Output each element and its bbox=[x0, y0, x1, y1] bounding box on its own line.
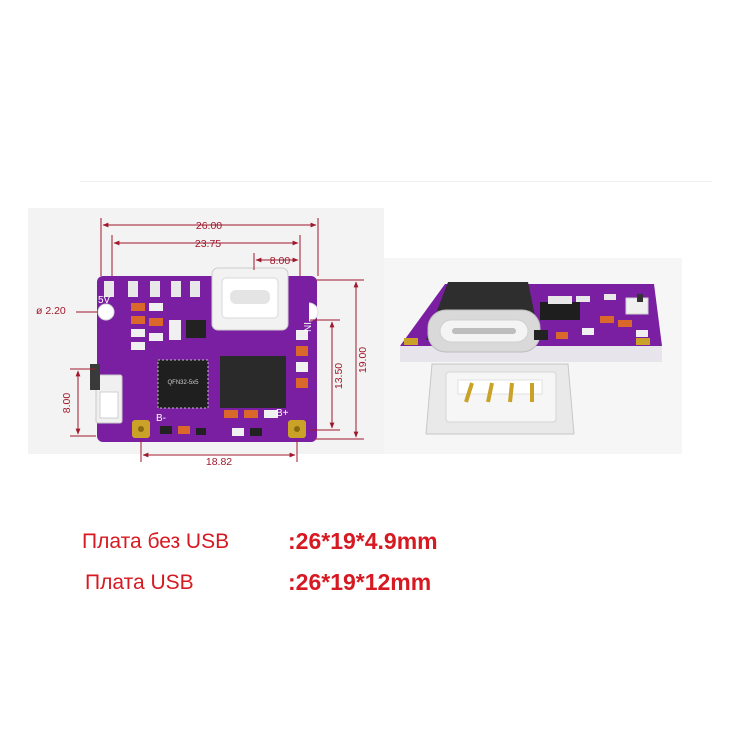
mounting-hole bbox=[97, 303, 115, 321]
side-chip bbox=[540, 302, 580, 320]
dim-hole-diameter: ø 2.20 bbox=[36, 305, 66, 317]
label-b-minus: B- bbox=[156, 413, 166, 424]
usb-c-front-icon bbox=[426, 282, 541, 353]
spec-value-usb: :26*19*12mm bbox=[288, 569, 432, 595]
dimension-lines bbox=[70, 218, 364, 462]
ic-marking: QFN32-5x5 bbox=[167, 380, 199, 386]
dimension-labels: 26.00 23.75 8.00 ø 2.20 19.00 13.50 8.00… bbox=[36, 220, 369, 468]
dim-pad-spacing: 18.82 bbox=[206, 456, 232, 468]
slide-switch-icon bbox=[90, 364, 123, 424]
pcb-side-view bbox=[400, 282, 662, 435]
separator-line bbox=[80, 181, 712, 182]
qfn-chip: QFN32-5x5 bbox=[157, 359, 209, 409]
usb-a-connector-icon bbox=[425, 363, 575, 435]
dim-width-inner: 23.75 bbox=[195, 238, 221, 250]
inductor bbox=[220, 356, 286, 408]
dim-height-total: 19.00 bbox=[357, 347, 369, 373]
dim-height-inner: 13.50 bbox=[333, 363, 345, 389]
dim-width-total: 26.00 bbox=[196, 220, 222, 232]
header-pads bbox=[104, 281, 200, 297]
usb-c-connector-icon bbox=[211, 267, 289, 331]
dim-usb-c-width: 8.00 bbox=[270, 255, 291, 267]
spec-value-no-usb: :26*19*4.9mm bbox=[288, 528, 438, 554]
label-in: IN bbox=[301, 322, 312, 332]
passive-components bbox=[131, 303, 308, 436]
label-b-plus: B+ bbox=[276, 408, 289, 419]
label-5v: 5V bbox=[98, 295, 111, 306]
dim-switch-height: 8.00 bbox=[61, 393, 73, 414]
spec-label-no-usb: Плата без USB bbox=[82, 530, 230, 553]
spec-label-usb: Плата USB bbox=[85, 571, 194, 594]
pcb-top-view: QFN32-5x5 5V IN B- B+ bbox=[90, 267, 319, 442]
